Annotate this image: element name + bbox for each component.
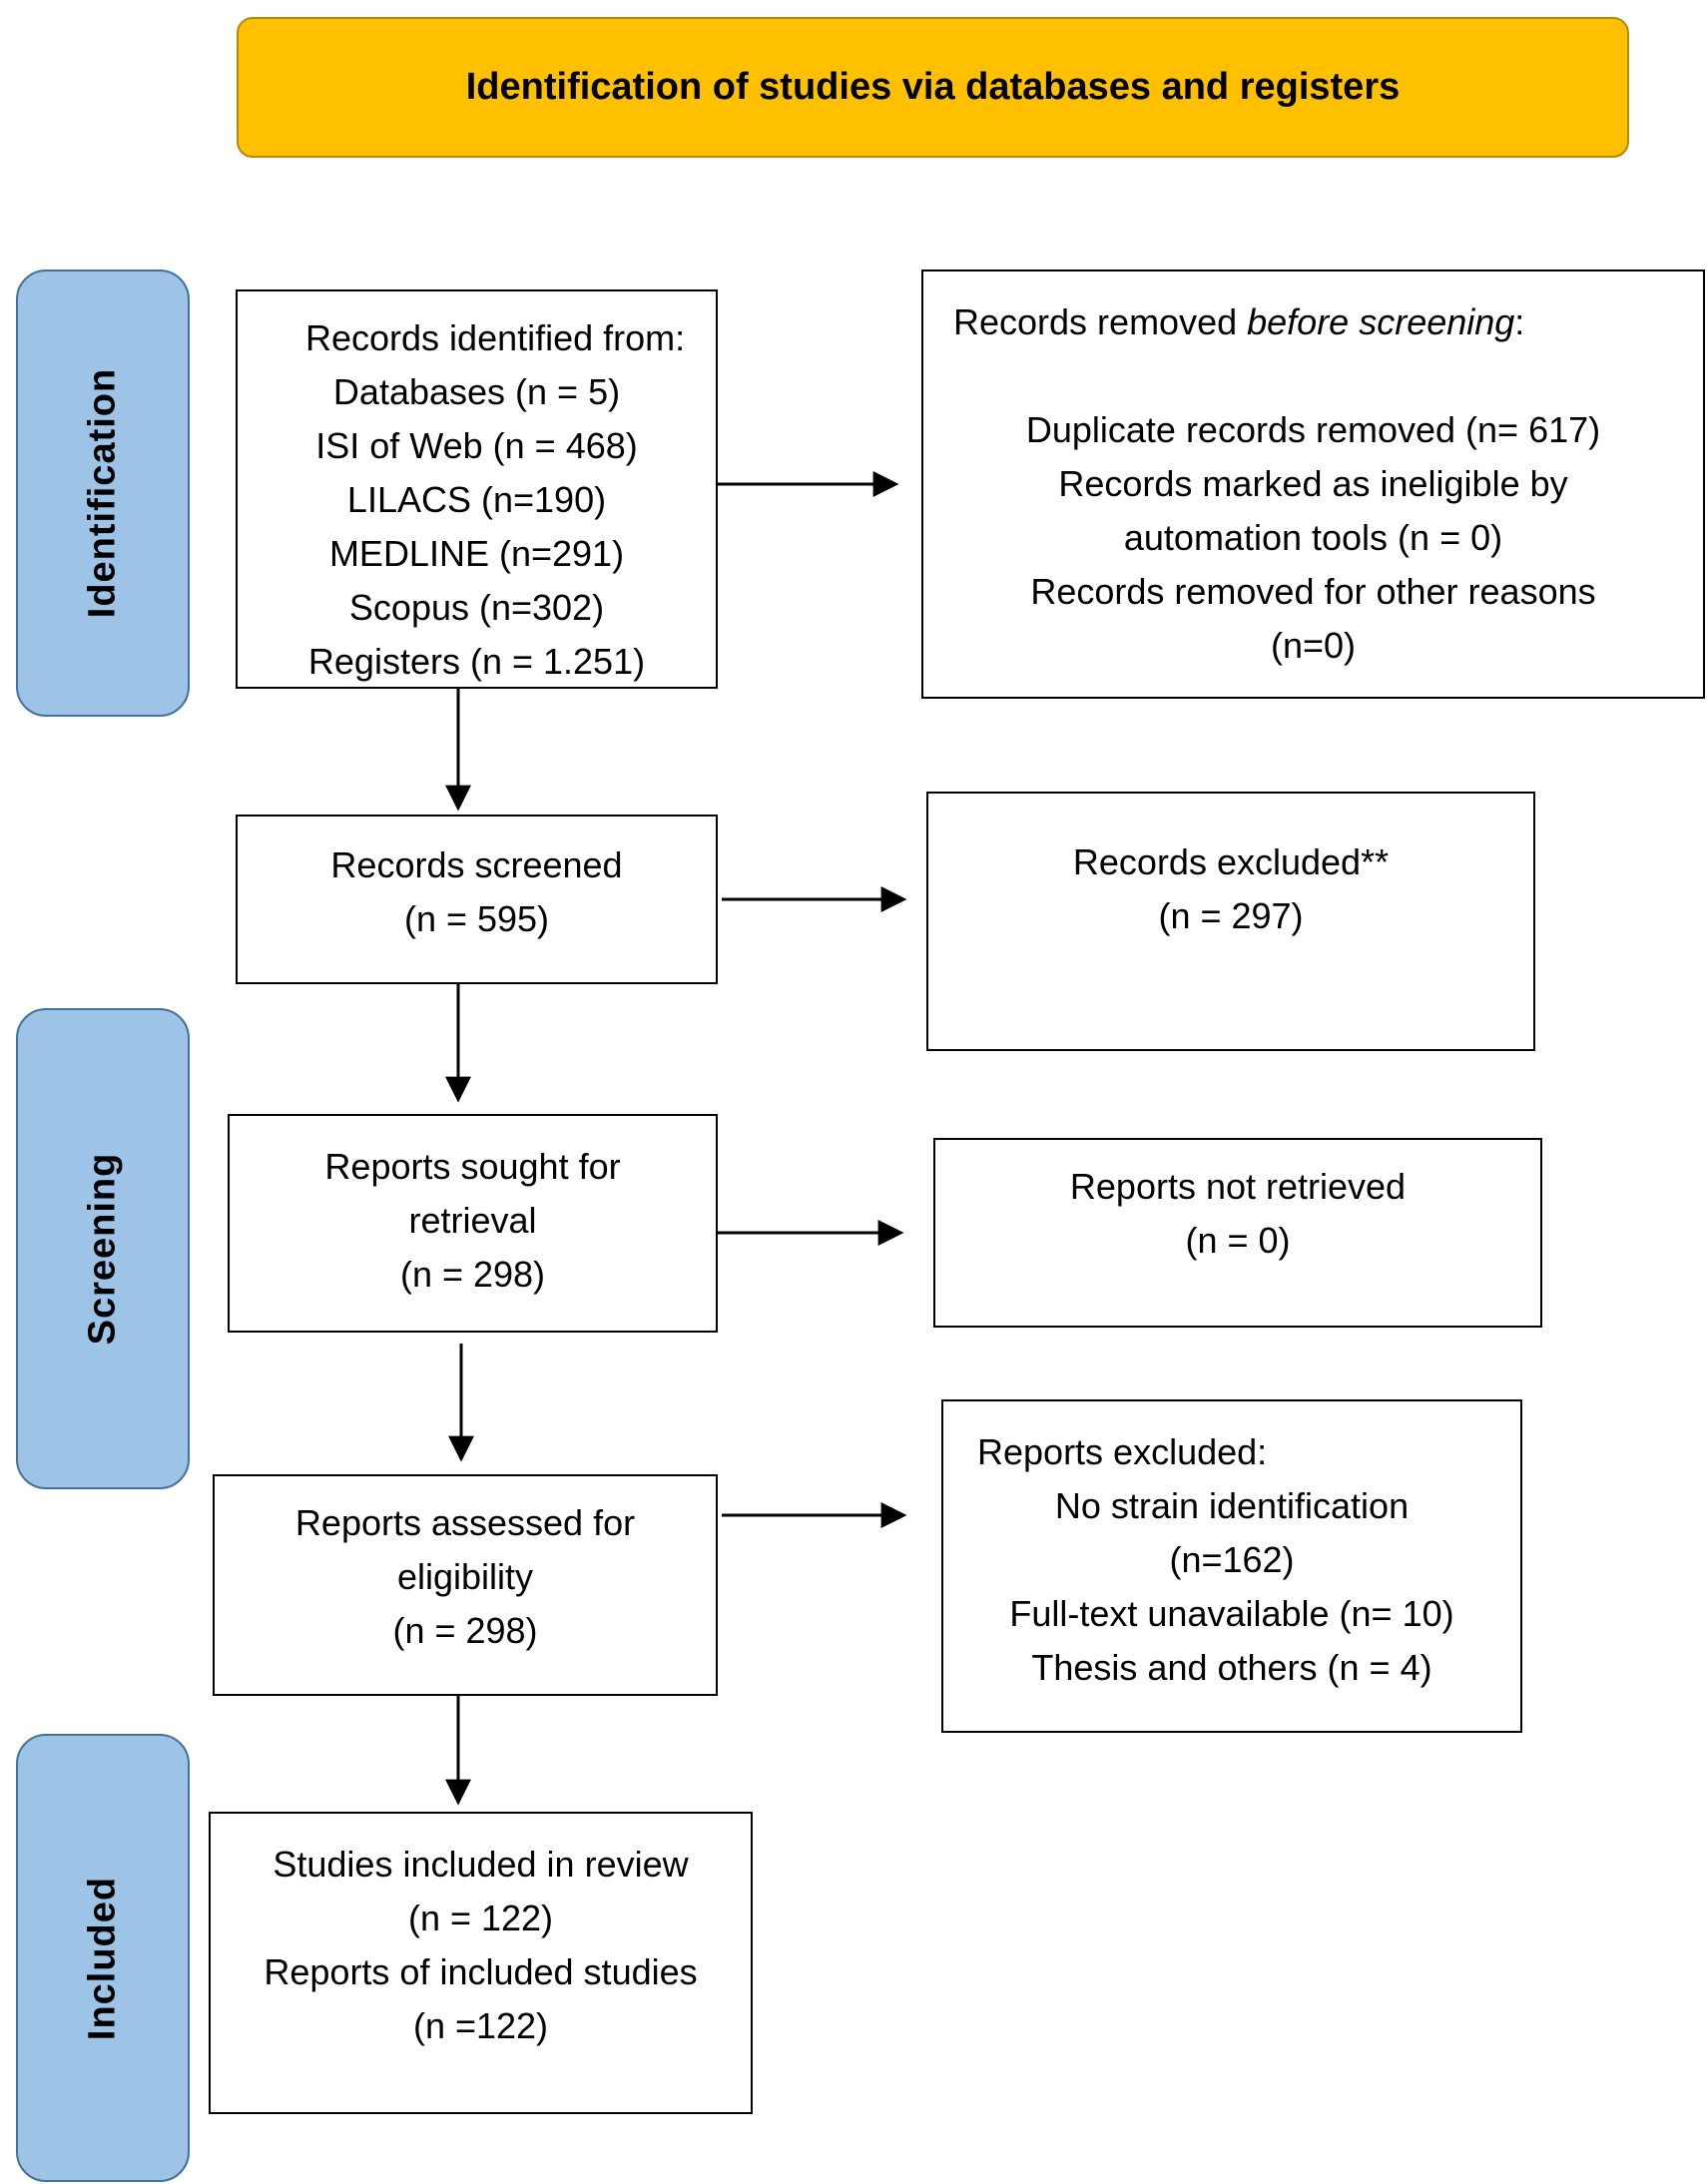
reports-excluded-no-strain: No strain identification bbox=[1054, 1485, 1410, 1526]
reports-included-label: Reports of included studies bbox=[264, 1951, 698, 1992]
studies-included-count: (n = 122) bbox=[407, 1898, 554, 1938]
reports-assessed-count: (n = 298) bbox=[392, 1610, 538, 1651]
records-screened-label: Records screened bbox=[330, 844, 623, 885]
records-removed-other: Records removed for other reasons bbox=[1030, 571, 1596, 612]
records-identified-box: Records identified from: Databases (n = … bbox=[236, 289, 718, 689]
records-removed-title: Records removed before screening: bbox=[923, 295, 1703, 349]
reports-excluded-full-text: Full-text unavailable (n= 10) bbox=[1009, 1593, 1454, 1634]
reports-excluded-box: Reports excluded: No strain identificati… bbox=[941, 1399, 1522, 1733]
records-identified-lilacs: LILACS (n=190) bbox=[346, 479, 607, 520]
records-removed-title-italic: before screening bbox=[1247, 301, 1515, 342]
records-identified-databases: Databases (n = 5) bbox=[332, 371, 621, 412]
records-excluded-label: Records excluded** bbox=[1072, 841, 1390, 882]
phase-identification: Identification bbox=[16, 270, 190, 717]
records-excluded-count: (n = 297) bbox=[1158, 895, 1304, 936]
reports-sought-count: (n = 298) bbox=[399, 1254, 546, 1295]
reports-assessed-label-1: Reports assessed for bbox=[294, 1502, 636, 1543]
reports-sought-label-2: retrieval bbox=[408, 1200, 537, 1241]
records-removed-automation: automation tools (n = 0) bbox=[1123, 517, 1503, 558]
records-identified-title: Records identified from: bbox=[305, 317, 686, 358]
header-title: Identification of studies via databases … bbox=[465, 66, 1401, 108]
records-identified-isi: ISI of Web (n = 468) bbox=[315, 425, 638, 466]
reports-excluded-title: Reports excluded: bbox=[977, 1431, 1268, 1472]
phase-screening: Screening bbox=[16, 1008, 190, 1489]
records-screened-count: (n = 595) bbox=[403, 898, 550, 939]
records-excluded-box: Records excluded** (n = 297) bbox=[926, 792, 1535, 1051]
records-removed-duplicates: Duplicate records removed (n= 617) bbox=[1025, 409, 1601, 450]
records-removed-title-suffix: : bbox=[1514, 301, 1525, 342]
records-removed-ineligible: Records marked as ineligible by bbox=[1058, 463, 1568, 504]
records-identified-registers: Registers (n = 1.251) bbox=[307, 641, 646, 682]
reports-not-retrieved-box: Reports not retrieved (n = 0) bbox=[933, 1138, 1542, 1328]
reports-sought-label-1: Reports sought for bbox=[324, 1146, 621, 1187]
reports-excluded-thesis: Thesis and others (n = 4) bbox=[1031, 1647, 1432, 1688]
phase-included: Included bbox=[16, 1734, 190, 2182]
records-identified-scopus: Scopus (n=302) bbox=[348, 587, 605, 628]
records-identified-medline: MEDLINE (n=291) bbox=[328, 533, 625, 574]
records-removed-other-count: (n=0) bbox=[1270, 625, 1357, 666]
records-removed-title-prefix: Records removed bbox=[953, 301, 1248, 342]
reports-sought-box: Reports sought for retrieval (n = 298) bbox=[228, 1114, 718, 1333]
reports-assessed-box: Reports assessed for eligibility (n = 29… bbox=[213, 1474, 718, 1696]
reports-included-count: (n =122) bbox=[412, 2005, 549, 2046]
studies-included-label: Studies included in review bbox=[273, 1844, 689, 1885]
reports-not-retrieved-label: Reports not retrieved bbox=[1069, 1166, 1407, 1207]
reports-assessed-label-2: eligibility bbox=[396, 1556, 534, 1597]
studies-included-box: Studies included in review (n = 122) Rep… bbox=[209, 1812, 753, 2114]
records-screened-box: Records screened (n = 595) bbox=[236, 815, 718, 984]
identification-header: Identification of studies via databases … bbox=[237, 17, 1629, 158]
records-removed-box: Records removed before screening: Duplic… bbox=[921, 270, 1705, 699]
reports-excluded-no-strain-count: (n=162) bbox=[1169, 1539, 1295, 1580]
reports-not-retrieved-count: (n = 0) bbox=[1185, 1220, 1291, 1261]
